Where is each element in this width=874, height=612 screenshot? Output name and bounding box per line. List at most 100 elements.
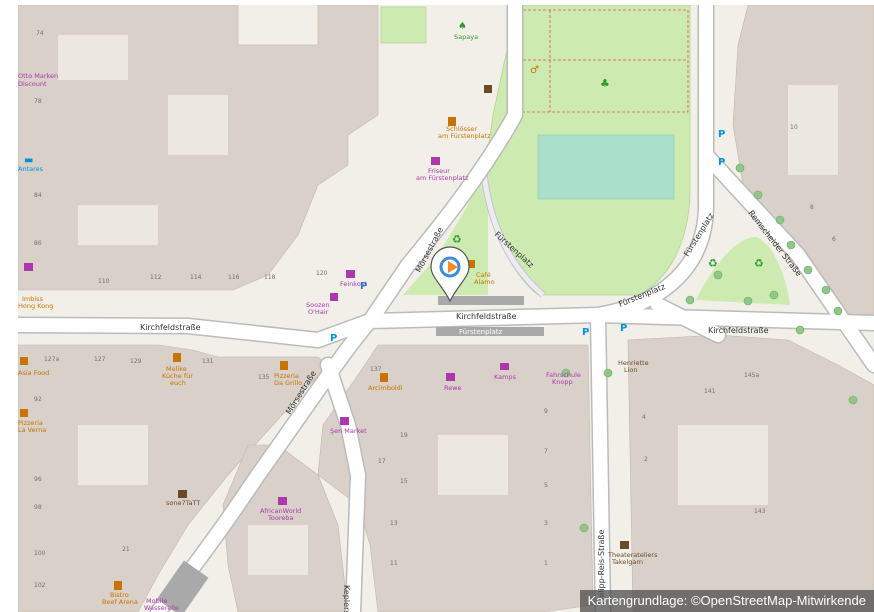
svg-text:9: 9 [544, 408, 548, 415]
location-marker[interactable] [430, 246, 470, 303]
restaurant-icon [20, 409, 28, 417]
poi-sonetat: sone7TaTT [166, 499, 200, 507]
svg-text:21: 21 [122, 546, 130, 553]
recycling-icon: ♻ [754, 257, 764, 270]
svg-text:127: 127 [94, 356, 106, 363]
restaurant-icon [20, 357, 28, 365]
poi-henriette-1: Henriette [618, 359, 649, 367]
poi-labels: Sapaya Otto Marken Discount Antares Schl… [18, 33, 658, 612]
courtyards [58, 35, 838, 575]
svg-text:10: 10 [790, 124, 798, 131]
poi-asia-food: Asia Food [18, 369, 49, 377]
shop-icon [431, 157, 440, 165]
svg-text:143: 143 [754, 508, 766, 515]
svg-text:7: 7 [544, 448, 548, 455]
poi-icons: P P P P P P ♻ ♻ ♻ ♣ ♠ ♂ ▬ [20, 21, 764, 590]
sapaya-green [380, 6, 427, 44]
house-numbers: 74 78 84 86 110 112 114 116 118 120 127a… [34, 30, 836, 589]
poi-melike-2: Küche für [162, 372, 193, 380]
svg-text:4: 4 [642, 414, 646, 421]
svg-text:131: 131 [202, 358, 214, 365]
svg-text:19: 19 [400, 432, 408, 439]
poi-sapaya: Sapaya [454, 33, 478, 41]
poi-theaterateliers-1: Theaterateliers [607, 551, 658, 559]
poi-pizzeria-1: Pizzeria [274, 372, 299, 380]
svg-text:100: 100 [34, 550, 46, 557]
shop-icon [278, 497, 287, 505]
poi-discount: Discount [18, 80, 47, 88]
restaurant-icon [380, 373, 388, 382]
poi-schlosser-1: Schlösser [446, 125, 477, 133]
tram-platform-southwest [156, 560, 209, 612]
svg-text:8: 8 [810, 204, 814, 211]
poi-bistro-1: Bistro [110, 591, 129, 599]
bakery-icon [500, 363, 509, 370]
recycling-icon: ♻ [452, 233, 462, 246]
svg-text:78: 78 [34, 98, 42, 105]
svg-text:120: 120 [316, 270, 328, 277]
svg-text:145a: 145a [744, 372, 759, 379]
playground-icon: ♣ [600, 77, 610, 90]
parking-icon: P [620, 323, 627, 334]
poi-pizzeria-la: Pizzeria [18, 419, 43, 427]
recycling-icon: ♻ [708, 257, 718, 270]
sports-pitch [537, 134, 675, 200]
street-philipp-reis: Philipp-Reis-Straße [597, 530, 606, 605]
map-canvas[interactable]: P P P P P P ♻ ♻ ♻ ♣ ♠ ♂ ▬ Kirchfeldstraß… [18, 5, 874, 612]
hotel-icon: ▬ [24, 155, 33, 166]
svg-text:86: 86 [34, 240, 42, 247]
svg-text:116: 116 [228, 274, 240, 281]
poi-fahrschule-1: Fahrschule [546, 371, 581, 379]
poi-african-2: Tooreba [267, 514, 293, 522]
shop-icon [346, 270, 355, 278]
poi-theaterateliers-2: Takelgarn [611, 558, 643, 566]
street-kepler: Keplerstr. [342, 585, 351, 612]
roads-fill [18, 5, 874, 612]
svg-text:11: 11 [390, 560, 398, 567]
svg-text:5: 5 [544, 482, 548, 489]
svg-text:137: 137 [370, 366, 382, 373]
svg-text:74: 74 [36, 30, 44, 37]
restaurant-icon [280, 361, 288, 370]
shop-icon [330, 293, 338, 301]
poi-mobile-2: Wasserelle [144, 604, 179, 612]
toilet-icon: ♂ [530, 65, 539, 76]
park-remscheider [696, 237, 790, 305]
shop-icon [340, 417, 349, 425]
map-attribution[interactable]: Kartengrundlage: ©OpenStreetMap-Mitwirke… [579, 590, 874, 612]
poi-imbiss-2: Hong Kong [18, 302, 53, 310]
poi-soozen: Soozen [306, 301, 330, 309]
svg-text:84: 84 [34, 192, 42, 199]
platform-label: Fürstenplatz [459, 328, 503, 336]
restaurant-icon [448, 117, 456, 126]
shop-icon [24, 263, 33, 271]
svg-text:15: 15 [400, 478, 408, 485]
parking-icon: P [330, 333, 337, 344]
svg-text:129: 129 [130, 358, 142, 365]
poi-african-1: AfricanWorld [260, 507, 301, 515]
poi-kamps: Kamps [494, 373, 517, 381]
svg-text:13: 13 [390, 520, 398, 527]
parking-icon: P [718, 157, 725, 168]
svg-text:102: 102 [34, 582, 46, 589]
street-kirchfeld-west: Kirchfeldstraße [140, 323, 201, 332]
poi-cafe-2: Alamo [474, 278, 495, 286]
bar-icon [114, 581, 122, 590]
poi-ohair: O'Hair [308, 308, 329, 316]
poi-mobile-1: Mobile [146, 597, 167, 605]
theatre-icon [620, 541, 629, 549]
poi-feinkost: Feinkost [340, 280, 367, 288]
tattoo-icon [178, 490, 187, 498]
street-kirchfeld-east: Kirchfeldstraße [708, 326, 769, 335]
svg-text:118: 118 [264, 274, 276, 281]
poi-melike-1: Melike [166, 365, 187, 373]
poi-friseur-1: Friseur [428, 167, 450, 175]
poi-pizzeria-2: Da Grillo [274, 379, 302, 387]
svg-text:110: 110 [98, 278, 110, 285]
parking-icon: P [718, 129, 725, 140]
tram-platform-north [438, 296, 524, 305]
parking-icon: P [360, 281, 367, 292]
poi-schlosser-2: am Fürstenplatz [438, 132, 491, 140]
svg-text:6: 6 [832, 236, 836, 243]
